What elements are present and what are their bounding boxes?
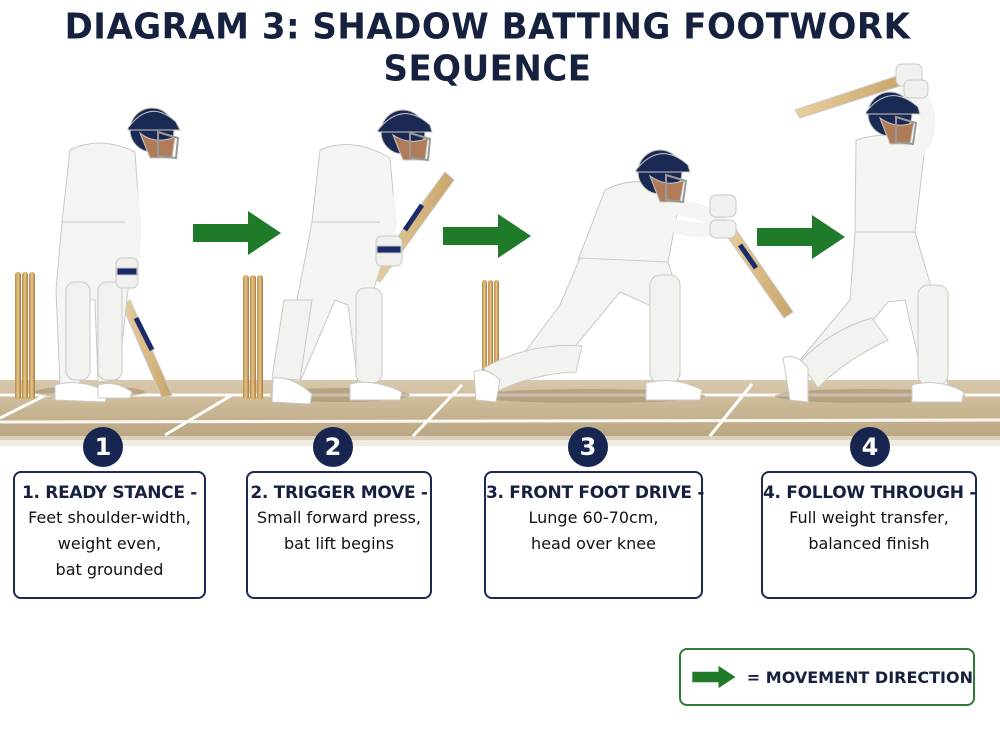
- step-3-description: Lunge 60-70cm, head over knee: [528, 508, 659, 553]
- batter-follow-through: [775, 63, 965, 403]
- stumps-3: [482, 280, 499, 380]
- batter-ready-stance: [35, 107, 181, 403]
- step-2-badge: 2: [313, 427, 353, 467]
- step-1-description: Feet shoulder-width, weight even, bat gr…: [28, 508, 191, 579]
- batter-front-foot-drive: [473, 149, 794, 403]
- step-3-badge: 3: [568, 427, 608, 467]
- movement-arrow-3: [757, 215, 845, 259]
- step-1-heading: 1. READY STANCE -: [21, 483, 198, 503]
- step-3-card: 3. FRONT FOOT DRIVE - Lunge 60-70cm, hea…: [484, 471, 705, 599]
- stumps-1: [15, 272, 35, 400]
- step-4-description: Full weight transfer, balanced finish: [789, 508, 949, 553]
- step-2-card: 2. TRIGGER MOVE - Small forward press, b…: [246, 471, 432, 599]
- movement-arrow-2: [443, 214, 531, 258]
- step-4-card: 4. FOLLOW THROUGH - Full weight transfer…: [761, 471, 977, 599]
- step-1-badge: 1: [83, 427, 123, 467]
- batter-trigger-move: [270, 109, 455, 405]
- stumps-2: [243, 275, 263, 400]
- diagram-title: DIAGRAM 3: SHADOW BATTING FOOTWORK SEQUE…: [64, 6, 911, 90]
- movement-arrow-1: [193, 211, 281, 255]
- green-arrow-icon: [692, 665, 736, 689]
- step-3-heading: 3. FRONT FOOT DRIVE -: [486, 483, 705, 503]
- legend-label: = MOVEMENT DIRECTION: [746, 667, 973, 687]
- batting-scene: [0, 63, 1000, 446]
- step-2-heading: 2. TRIGGER MOVE -: [250, 483, 428, 503]
- legend-box: = MOVEMENT DIRECTION: [679, 648, 975, 706]
- step-1-card: 1. READY STANCE - Feet shoulder-width, w…: [13, 471, 206, 599]
- step-4-badge: 4: [850, 427, 890, 467]
- step-2-description: Small forward press, bat lift begins: [257, 508, 421, 553]
- step-4-heading: 4. FOLLOW THROUGH -: [763, 483, 977, 503]
